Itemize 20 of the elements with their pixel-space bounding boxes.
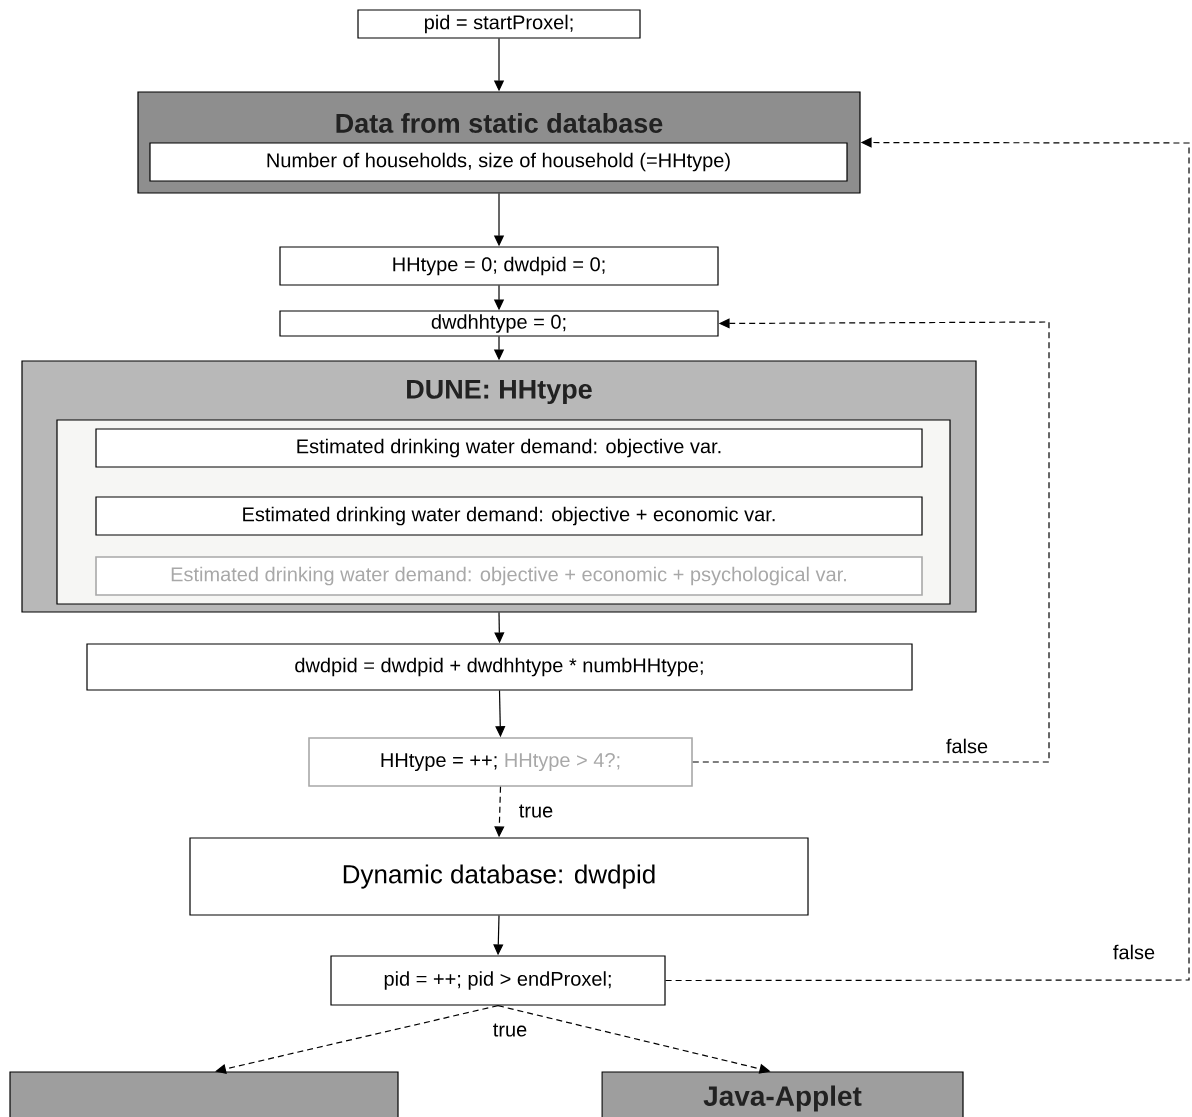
dashed-arrow bbox=[665, 137, 1190, 982]
estimate-box: Estimated drinking water demand: objective + economic + psychological var. bbox=[95, 556, 923, 596]
dashed-arrow bbox=[215, 1005, 499, 1074]
process-box: HHtype = 0; dwdpid = 0; bbox=[279, 246, 719, 286]
estimate-box: Estimated drinking water demand: objective var. bbox=[95, 428, 923, 468]
edge-label: true bbox=[491, 1022, 529, 1038]
decision-box: pid = ++; pid > endProxel; bbox=[330, 955, 666, 1006]
output-box: Java-Applet bbox=[601, 1071, 964, 1117]
process-box: dwdhhtype = 0; bbox=[279, 310, 719, 337]
database-box: Dynamic database: dwdpid bbox=[189, 837, 809, 916]
output-box bbox=[9, 1071, 399, 1117]
process-box: pid = startProxel; bbox=[357, 9, 641, 39]
process-box: dwdpid = dwdpid + dwdhhtype * numbHHtype; bbox=[86, 643, 913, 691]
decision-box: HHtype = ++; HHtype > 4?; bbox=[308, 737, 693, 787]
dashed-arrow bbox=[692, 318, 1050, 763]
edge-label: false bbox=[1111, 943, 1157, 961]
edge-label: true bbox=[517, 803, 555, 819]
data-box: Number of households, size of household (=HHtype) bbox=[149, 142, 848, 182]
estimate-box: Estimated drinking water demand: objective + economic var. bbox=[95, 496, 923, 536]
edge-label: false bbox=[944, 737, 990, 755]
